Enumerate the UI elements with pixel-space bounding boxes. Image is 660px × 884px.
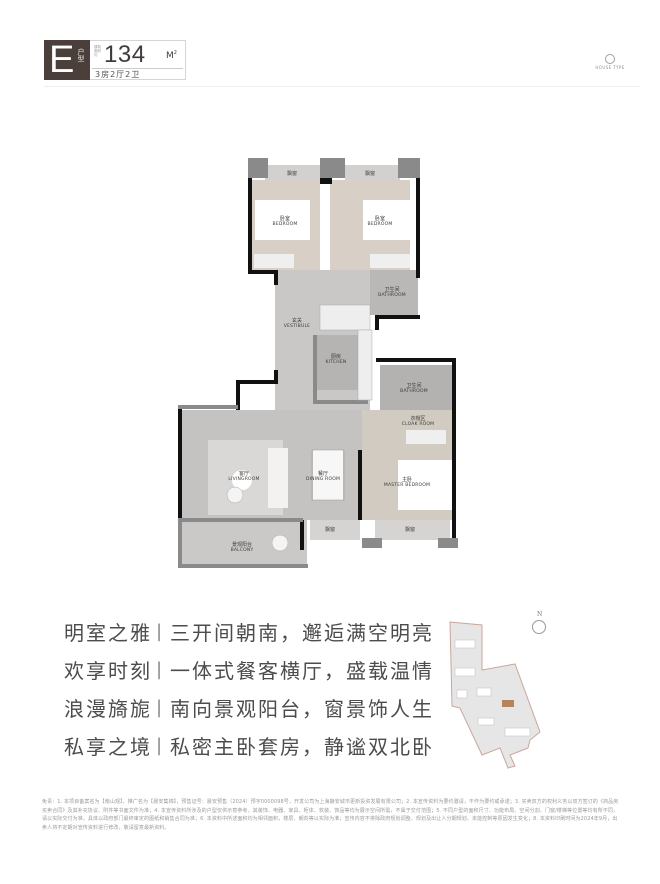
- feature-title: 私享之境: [64, 734, 152, 759]
- floor-plan-drawing: [178, 158, 458, 568]
- header-divider: [44, 86, 640, 87]
- compass-icon: [532, 620, 546, 634]
- unit-layout: 3房2厅2卫: [95, 70, 141, 79]
- compass-north-label: N: [537, 611, 543, 618]
- badge-divider: [92, 68, 183, 69]
- brand-mark: HOUSE TYPE: [590, 54, 630, 70]
- bay-window-label: 飘窗: [324, 527, 336, 533]
- feature-item: 明室之雅 | 三开间朝南，邂逅满空明亮: [64, 612, 434, 650]
- feature-title: 浪漫旖旎: [64, 696, 152, 721]
- brand-text: HOUSE TYPE: [595, 65, 625, 70]
- unit-letter-block: E 户型: [44, 39, 90, 81]
- feature-separator: |: [155, 658, 165, 680]
- bay-window-label: 飘窗: [286, 171, 298, 177]
- brand-logo-icon: [605, 54, 615, 64]
- unit-info-block: 建筑面积约 134 M2 3房2厅2卫: [90, 40, 186, 80]
- unit-letter: E: [49, 39, 75, 81]
- feature-description: 一体式餐客横厅，盛载温情: [170, 658, 434, 683]
- feature-item: 欢享时刻 | 一体式餐客横厅，盛载温情: [64, 650, 434, 688]
- feature-item: 浪漫旖旎 | 南向景观阳台，窗景饰人生: [64, 688, 434, 726]
- bay-window-label: 飘窗: [404, 527, 416, 533]
- feature-description: 南向景观阳台，窗景饰人生: [170, 696, 434, 721]
- feature-description: 私密主卧套房，静谧双北卧: [170, 734, 434, 759]
- feature-separator: |: [155, 734, 165, 756]
- feature-separator: |: [155, 696, 165, 718]
- feature-item: 私享之境 | 私密主卧套房，静谧双北卧: [64, 726, 434, 764]
- unit-type-badge: E 户型 建筑面积约 134 M2 3房2厅2卫: [44, 39, 186, 81]
- feature-description: 三开间朝南，邂逅满空明亮: [170, 620, 434, 645]
- site-map: [430, 600, 600, 770]
- feature-title: 明室之雅: [64, 620, 152, 645]
- feature-list: 明室之雅 | 三开间朝南，邂逅满空明亮 欢享时刻 | 一体式餐客横厅，盛载温情 …: [64, 612, 434, 764]
- bay-window-label: 飘窗: [364, 171, 376, 177]
- disclaimer-text: 免责：1. 本项目备案名为【南山观】，推广名为【晨安集锦】，预售证号：晨安预售（…: [42, 799, 619, 831]
- unit-area: 134: [104, 41, 146, 68]
- area-note: 建筑面积约: [94, 45, 101, 57]
- site-map-drawing: [449, 621, 541, 769]
- area-unit: M2: [166, 50, 177, 61]
- feature-title: 欢享时刻: [64, 658, 152, 683]
- feature-separator: |: [155, 620, 165, 642]
- unit-type-label: 户型: [77, 48, 85, 62]
